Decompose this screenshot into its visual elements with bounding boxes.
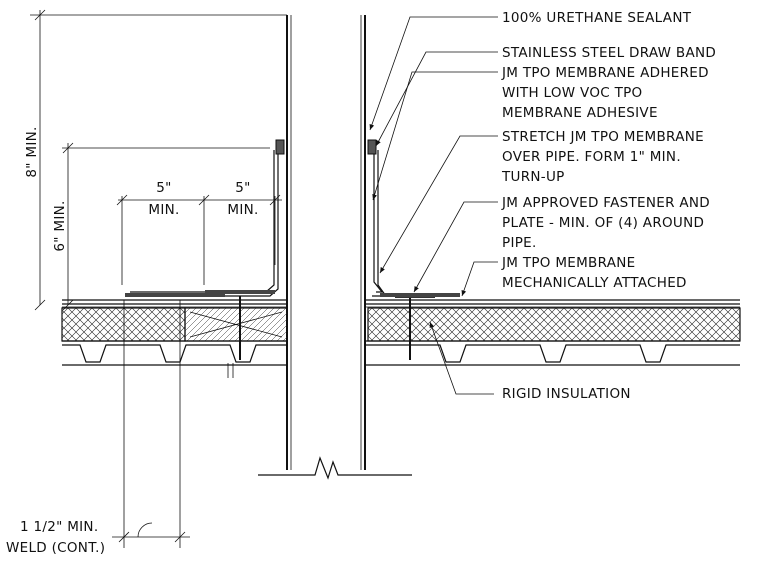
draw-band-right [367, 139, 377, 155]
dimension-5in-b-value: 5" [235, 180, 250, 196]
callout-membrane-adhered-3: MEMBRANE ADHESIVE [502, 105, 658, 121]
callout-rigid-insulation: RIGID INSULATION [502, 386, 631, 402]
dimension-8in: 8" MIN. [24, 9, 287, 311]
callout-stretch-2: OVER PIPE. FORM 1" MIN. [502, 149, 681, 165]
dimension-5in-a-min: MIN. [148, 202, 179, 218]
callout-membrane-adhered-1: JM TPO MEMBRANE ADHERED [501, 65, 709, 81]
callout-fastener-3: PIPE. [502, 235, 537, 251]
rigid-insulation-left [61, 307, 186, 342]
dimension-6in: 6" MIN. [52, 142, 270, 311]
weld-label-line2: WELD (CONT.) [6, 540, 105, 556]
roof-assembly-right [365, 294, 741, 366]
callout-stretch-3: TURN-UP [501, 169, 565, 185]
callout-fastener-2: PLATE - MIN. OF (4) AROUND [502, 215, 704, 231]
membrane-turnup [125, 139, 460, 297]
dimension-5in: 5" MIN. 5" MIN. [116, 180, 282, 285]
metal-deck-left [62, 344, 287, 363]
callout-attached-2: MECHANICALLY ATTACHED [502, 275, 687, 291]
metal-deck-right [365, 344, 740, 363]
dimension-5in-a-value: 5" [156, 180, 171, 196]
rigid-insulation-right [367, 307, 741, 342]
roof-assembly-left [61, 296, 288, 378]
callout-text: 100% URETHANE SEALANT STAINLESS STEEL DR… [501, 10, 716, 402]
draw-band-left [275, 139, 285, 155]
pipe [258, 15, 412, 480]
break-line [258, 456, 412, 480]
callout-sealant: 100% URETHANE SEALANT [502, 10, 692, 26]
callout-draw-band: STAINLESS STEEL DRAW BAND [502, 45, 716, 61]
callout-attached-1: JM TPO MEMBRANE [501, 255, 636, 271]
leaders [369, 16, 498, 395]
dimension-weld: 1 1/2" MIN. WELD (CONT.) [6, 300, 190, 556]
callout-membrane-adhered-2: WITH LOW VOC TPO [502, 85, 642, 101]
callout-fastener-1: JM APPROVED FASTENER AND [501, 195, 710, 211]
dimension-5in-b-min: MIN. [227, 202, 258, 218]
callout-stretch-1: STRETCH JM TPO MEMBRANE [502, 129, 704, 145]
dimension-8in-label: 8" MIN. [24, 126, 40, 177]
dimension-6in-label: 6" MIN. [52, 200, 68, 251]
weld-label-line1: 1 1/2" MIN. [20, 519, 98, 535]
